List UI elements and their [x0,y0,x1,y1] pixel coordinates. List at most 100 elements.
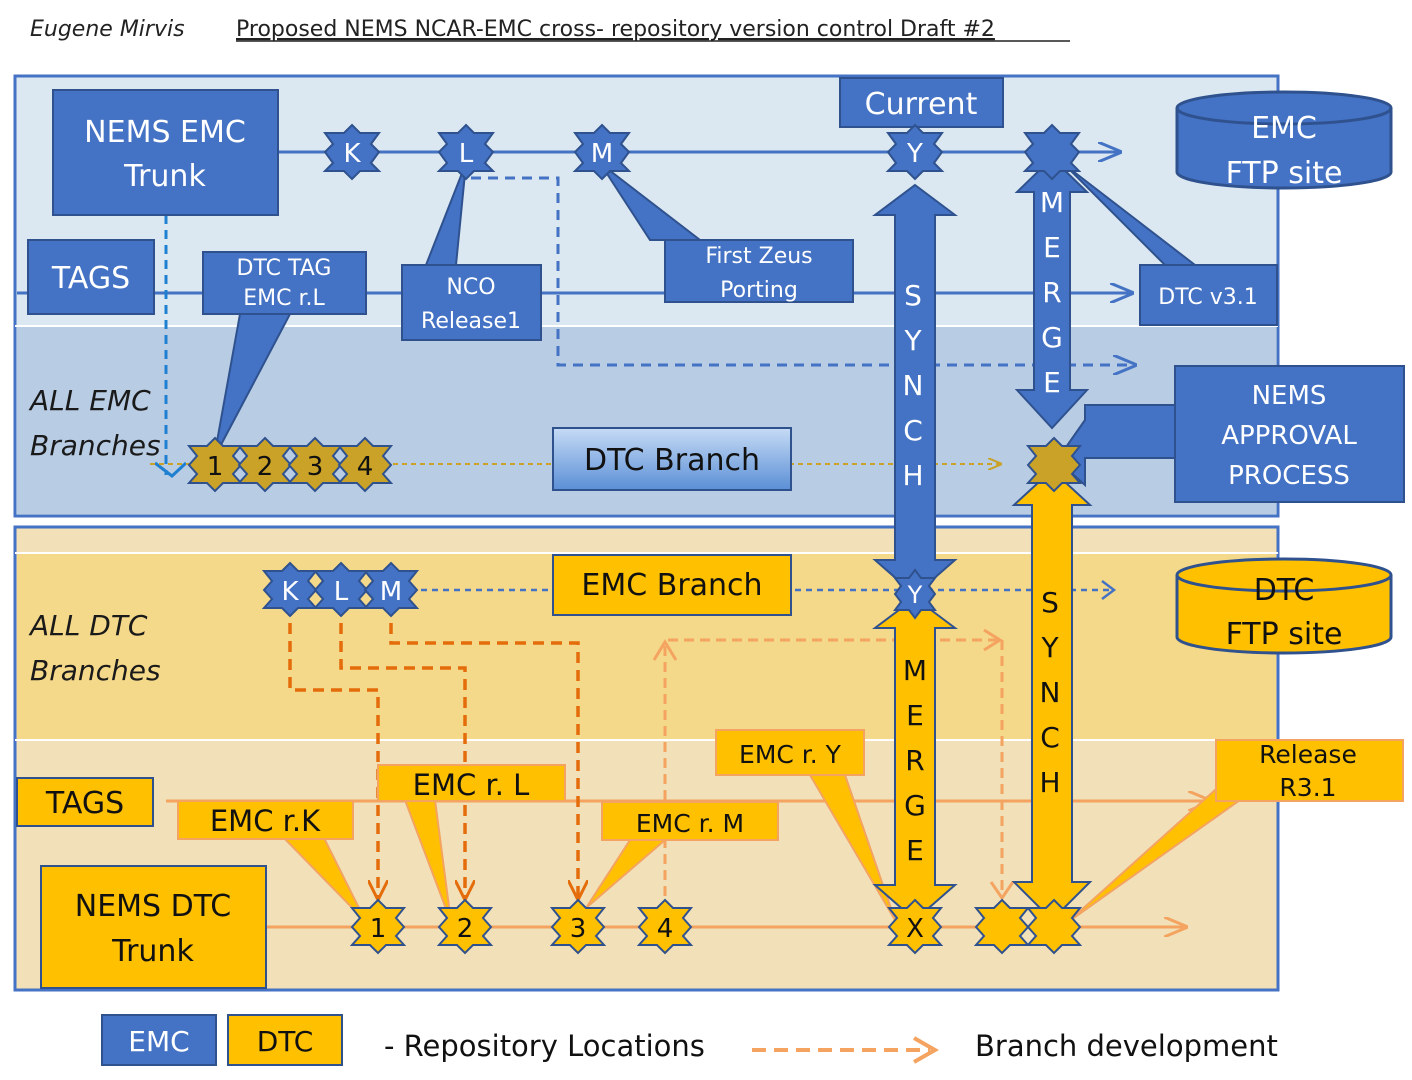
emc-r-y-callout: EMC r. Y [715,729,865,776]
dtc-ftp-cylinder: DTC FTP site [1175,557,1393,655]
emc-trunk-label-1: NEMS EMC [84,115,246,150]
branch-dev-4-down-head [989,881,1015,901]
dtc-tags-label: TAGS [45,786,124,821]
synch-bottom-letter-s: S [1041,586,1059,619]
emc-synch-arrow: S Y N C H [872,183,958,597]
svg-text:3: 3 [307,452,324,482]
synch-bottom-letter-y: Y [1040,631,1059,664]
dtc-merge-arrow: M E R G E [872,596,958,922]
dtc-trunk-node-synch [1025,898,1083,955]
diagram-title: Proposed NEMS NCAR-EMC cross- repository… [236,17,995,42]
emc-trunk-label-2: Trunk [123,159,206,194]
emc-trunk-box: NEMS EMC Trunk [52,89,279,216]
emc-branch-node-1: 1 [186,436,244,493]
release-label-1: Release [1259,740,1357,769]
dtc-branch-node-k: K [261,561,319,618]
svg-text:1: 1 [207,452,224,482]
emc-branch-box: EMC Branch [552,554,792,616]
merge-top-letter-g: G [1041,321,1063,354]
emc-tags-label: TAGS [51,261,130,296]
svg-text:L: L [334,577,349,607]
emc-r-k-label: EMC r.K [210,804,321,838]
emc-branch-node-2: 2 [236,436,294,493]
dtc-synch-arrow: S Y N C H [1011,468,1093,922]
svg-text:3: 3 [570,914,587,944]
synch-letter-h: H [902,459,923,492]
dtc-trunk-label-1: NEMS DTC [75,889,231,924]
dtc-ftp-label-1: DTC [1254,573,1315,608]
legend-dtc: DTC [227,1014,343,1066]
dtc-trunk-node-branch-merge [973,898,1031,955]
emc-r-m-label: EMC r. M [636,809,744,838]
dtc-v31-label: DTC v3.1 [1158,285,1257,310]
synch-bottom-letter-n: N [1040,676,1061,709]
emc-branch-node-merge [1025,436,1083,493]
release-label-2: R3.1 [1279,773,1336,802]
emc-ftp-label-2: FTP site [1226,156,1343,191]
emc-r-k-callout: EMC r.K [177,800,354,840]
dtc-trunk-node-3: 3 [549,898,607,955]
svg-text:K: K [281,577,299,607]
approval-process-callout: NEMS APPROVAL PROCESS [1055,365,1405,503]
dtc-branch-box: DTC Branch [552,427,792,491]
legend-dtc-label: DTC [257,1025,314,1058]
branch-dev-4-up-head [652,639,678,661]
synch-letter-y: Y [903,324,922,357]
dtc-branch-node-m: M [362,561,420,618]
svg-text:1: 1 [370,914,387,944]
emc-branch-node-4: 4 [336,436,394,493]
dtc-tags-box: TAGS [16,777,154,827]
dtc-trunk-label-2: Trunk [111,934,194,969]
nco-release-box: NCO Release1 [401,264,542,341]
merge-bottom-letter-g: G [904,789,926,822]
current-label: Current [865,87,978,122]
emc-r-m-callout: EMC r. M [601,801,779,841]
approval-label-2: APPROVAL [1221,421,1357,451]
merge-bottom-letter-e: E [906,699,924,732]
merge-bottom-letter-m: M [903,654,927,687]
dtc-emc-branch-arrowhead [1101,580,1117,600]
emc-r-y-label: EMC r. Y [739,740,842,769]
dtc-trunk-box: NEMS DTC Trunk [40,865,267,989]
dtc-trunk-node-1: 1 [349,898,407,955]
emc-ftp-label-1: EMC [1251,111,1317,146]
dtc-branch-node-y: Y [893,568,937,620]
synch-letter-s: S [904,279,922,312]
emc-node-m: M [572,123,632,181]
emc-trunk-dashed-arrowhead [154,461,188,478]
synch-letter-c: C [903,414,923,447]
first-zeus-label-1: First Zeus [705,244,812,269]
legend-branch-dev-arrowhead [913,1036,940,1064]
svg-text:2: 2 [257,452,274,482]
branch-dev-m [389,605,578,898]
emc-branch-node-3: 3 [286,436,344,493]
approval-label-3: PROCESS [1228,461,1350,491]
merge-top-letter-r: R [1042,276,1061,309]
dtc-v31-box: DTC v3.1 [1139,264,1278,326]
emc-tags-box: TAGS [27,239,155,315]
dtc-trunk-node-x: X [886,898,944,955]
dtc-trunk-node-4: 4 [636,898,694,955]
emc-node-y: Y [885,123,945,181]
emc-merge-arrow: M E R G E [1014,156,1090,430]
svg-text:L: L [459,139,474,169]
synch-bottom-letter-h: H [1039,766,1060,799]
merge-bottom-letter-r: R [905,744,924,777]
svg-text:Y: Y [907,581,923,609]
svg-text:Y: Y [906,139,923,169]
first-zeus-box: First Zeus Porting [664,239,854,303]
current-box: Current [839,77,1004,128]
nco-release-label-2: Release1 [421,309,521,334]
emc-node-l: L [436,123,496,181]
merge-top-letter-e: E [1043,231,1061,264]
dtc-tag-box: DTC TAG EMC r.L [202,251,367,315]
dtc-branch-label: DTC Branch [584,443,760,478]
merge-top-letter-m: M [1040,186,1064,219]
emc-ftp-cylinder: EMC FTP site [1175,90,1393,191]
emc-node-merge [1022,123,1082,181]
first-zeus-label-2: Porting [720,278,798,303]
dtc-tag-label-1: DTC TAG [237,256,332,281]
dtc-ftp-label-2: FTP site [1226,617,1343,652]
